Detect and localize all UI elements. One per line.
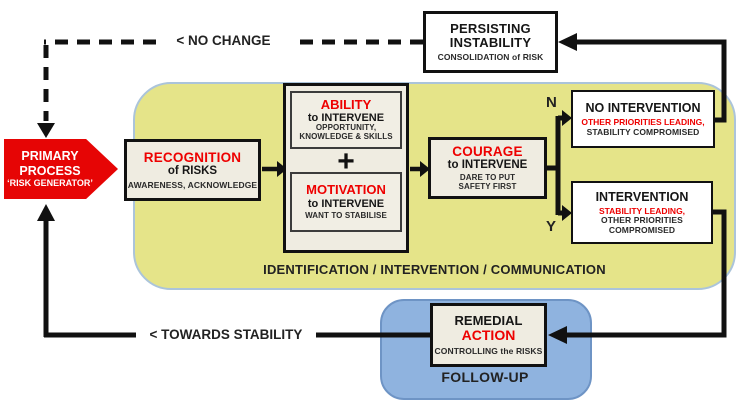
motivation-title: MOTIVATION [306, 182, 386, 198]
motivation-sub: WANT TO STABILISE [305, 210, 387, 220]
courage-box: COURAGE to INTERVENE DARE TO PUT SAFETY … [428, 137, 547, 199]
arrowhead-down-into-primary-icon [37, 123, 55, 138]
recognition-box: RECOGNITION of RISKS AWARENESS, ACKNOWLE… [124, 139, 261, 201]
no-intervention-red-line: OTHER PRIORITIES LEADING, [581, 116, 705, 127]
branch-y-label: Y [546, 218, 557, 235]
no-intervention-to-persisting-line [577, 39, 727, 123]
remedial-line2: ACTION [461, 327, 516, 344]
recognition-title: RECOGNITION [143, 149, 242, 165]
intervention-red-line: STABILITY LEADING, [598, 205, 686, 216]
arrowhead-up-into-primary-icon [37, 204, 55, 221]
recognition-sub: AWARENESS, ACKNOWLEDGE [127, 179, 258, 190]
primary-process-line3: ‘RISK GENERATOR’ [7, 178, 93, 189]
intervention-box: INTERVENTION STABILITY LEADING, OTHER PR… [571, 181, 713, 244]
courage-sub2: SAFETY FIRST [458, 181, 517, 191]
intervention-title: INTERVENTION [595, 189, 689, 204]
courage-sub1: DARE TO PUT [459, 173, 516, 183]
persisting-instability-box: PERSISTING INSTABILITY CONSOLIDATION of … [423, 11, 558, 73]
motivation-subtitle: to INTERVENE [307, 197, 385, 210]
persisting-line2: INSTABILITY [449, 35, 532, 51]
remedial-sub: CONTROLLING the RISKS [434, 345, 543, 356]
courage-subtitle: to INTERVENE [447, 159, 528, 172]
motivation-box: MOTIVATION to INTERVENE WANT TO STABILIS… [290, 172, 402, 232]
no-change-label: < NO CHANGE [176, 33, 271, 48]
courage-title: COURAGE [452, 144, 523, 160]
intervention-black-line1: OTHER PRIORITIES [601, 215, 683, 226]
plus-icon: + [337, 145, 355, 178]
primary-process-line2: PROCESS [19, 163, 81, 178]
identification-band-label: IDENTIFICATION / INTERVENTION / COMMUNIC… [263, 262, 606, 277]
ability-motivation-box: ABILITY to INTERVENE OPPORTUNITY, KNOWLE… [283, 83, 409, 253]
ability-title: ABILITY [320, 97, 372, 112]
no-intervention-title: NO INTERVENTION [585, 100, 701, 115]
intervention-to-remedial-line [566, 209, 727, 338]
no-intervention-box: NO INTERVENTION OTHER PRIORITIES LEADING… [571, 90, 715, 148]
branch-n-label: N [546, 94, 557, 111]
ability-sub1: OPPORTUNITY, [315, 123, 377, 133]
arrowhead-left-into-persisting-icon [558, 33, 577, 51]
intervention-black-line2: COMPROMISED [608, 224, 676, 235]
ability-subtitle: to INTERVENE [307, 112, 385, 125]
remedial-action-box: REMEDIAL ACTION CONTROLLING the RISKS [430, 303, 547, 367]
ability-sub2: KNOWLEDGE & SKILLS [299, 132, 393, 142]
towards-stability-label: < TOWARDS STABILITY [149, 327, 303, 342]
arrowhead-right-into-no-intervention-icon [562, 110, 572, 126]
follow-up-label: FOLLOW-UP [441, 369, 529, 385]
remedial-line1: REMEDIAL [454, 312, 523, 328]
no-intervention-black-line: STABILITY COMPROMISED [586, 126, 700, 137]
arrowhead-right-into-intervention-icon [562, 205, 572, 221]
arrowhead-right-into-ability-icon [277, 161, 287, 177]
primary-process-line1: PRIMARY [21, 149, 79, 164]
persisting-sub: CONSOLIDATION of RISK [437, 51, 544, 62]
persisting-line1: PERSISTING [450, 20, 531, 36]
arrowhead-right-into-courage-icon [420, 161, 430, 177]
ability-box: ABILITY to INTERVENE OPPORTUNITY, KNOWLE… [290, 91, 402, 149]
recognition-subtitle: of RISKS [167, 164, 218, 177]
arrowhead-left-into-remedial-icon [548, 326, 567, 344]
